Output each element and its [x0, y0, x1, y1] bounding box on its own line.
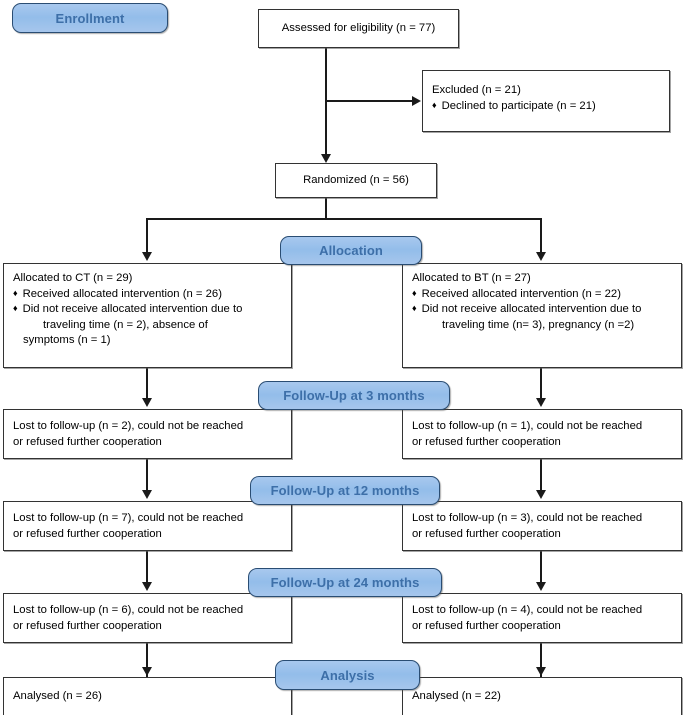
box-followup-3-right: Lost to follow-up (n = 1), could not be … — [402, 409, 682, 459]
box-followup-24-left: Lost to follow-up (n = 6), could not be … — [3, 593, 292, 643]
stage-badge-followup-3-months-label: Follow-Up at 3 months — [283, 388, 425, 403]
stage-badge-followup-12-months: Follow-Up at 12 months — [250, 476, 440, 505]
stage-badge-analysis: Analysis — [275, 660, 420, 690]
connector-randomized-down — [325, 198, 327, 219]
stage-badge-allocation: Allocation — [280, 236, 422, 265]
arrow-into-analysis-left — [142, 667, 152, 676]
followup-24-right-line1: Lost to follow-up (n = 4), could not be … — [412, 604, 643, 616]
connector-assessed-to-excluded — [325, 100, 414, 102]
allocated-bt-received: Received allocated intervention (n = 22) — [412, 287, 672, 303]
followup-24-right-line2: or refused further cooperation — [412, 619, 561, 632]
followup-24-left-line2: or refused further cooperation — [13, 619, 162, 632]
box-followup-24-right: Lost to follow-up (n = 4), could not be … — [402, 593, 682, 643]
allocated-ct-received: Received allocated intervention (n = 26) — [13, 287, 282, 303]
arrow-into-fu3-left — [142, 398, 152, 407]
analysed-left-label: Analysed (n = 26) — [13, 690, 102, 702]
followup-12-right-line1: Lost to follow-up (n = 3), could not be … — [412, 512, 643, 524]
allocated-ct-not-received-cont2: symptoms (n = 1) — [23, 334, 111, 347]
connector-assessed-to-randomized — [325, 48, 327, 156]
connector-fu3-right-to-fu12 — [540, 459, 542, 492]
connector-fu12-left-to-fu24 — [146, 551, 148, 584]
followup-24-left-line1: Lost to follow-up (n = 6), could not be … — [13, 604, 244, 616]
box-allocated-bt: Allocated to BT (n = 27) Received alloca… — [402, 263, 682, 368]
connector-fu12-right-to-fu24 — [540, 551, 542, 584]
connector-split-left-drop — [146, 218, 148, 254]
excluded-title: Excluded (n = 21) — [432, 84, 521, 96]
arrow-into-fu12-left — [142, 490, 152, 499]
followup-3-right-line2: or refused further cooperation — [412, 435, 561, 448]
box-excluded: Excluded (n = 21) Declined to participat… — [422, 70, 670, 132]
box-followup-3-left: Lost to follow-up (n = 2), could not be … — [3, 409, 292, 459]
assessed-label: Assessed for eligibility (n = 77) — [281, 22, 436, 35]
allocated-bt-not-received: Did not receive allocated intervention d… — [412, 302, 672, 318]
stage-badge-analysis-label: Analysis — [320, 667, 375, 683]
arrow-into-randomized — [321, 154, 331, 163]
stage-badge-enrollment: Enrollment — [12, 3, 168, 33]
connector-alloc-right-to-fu3 — [540, 368, 542, 400]
connector-fu3-left-to-fu12 — [146, 459, 148, 492]
connector-alloc-left-to-fu3 — [146, 368, 148, 400]
allocated-ct-title: Allocated to CT (n = 29) — [13, 272, 133, 284]
stage-badge-followup-3-months: Follow-Up at 3 months — [258, 381, 450, 410]
arrow-into-fu24-left — [142, 582, 152, 591]
followup-3-left-line2: or refused further cooperation — [13, 435, 162, 448]
followup-3-left-line1: Lost to follow-up (n = 2), could not be … — [13, 420, 244, 432]
connector-fu24-left-to-analysis — [146, 643, 148, 677]
followup-12-right-line2: or refused further cooperation — [412, 527, 561, 540]
allocated-bt-title: Allocated to BT (n = 27) — [412, 272, 531, 284]
stage-badge-allocation-label: Allocation — [319, 243, 383, 258]
followup-12-left-line1: Lost to follow-up (n = 7), could not be … — [13, 512, 244, 524]
box-assessed-for-eligibility: Assessed for eligibility (n = 77) — [258, 9, 459, 48]
box-analysed-left: Analysed (n = 26) — [3, 677, 292, 715]
allocated-bt-not-received-cont1: traveling time (n= 3), pregnancy (n =2) — [442, 318, 635, 331]
box-analysed-right: Analysed (n = 22) — [402, 677, 682, 715]
stage-badge-followup-24-months-label: Follow-Up at 24 months — [270, 575, 420, 590]
connector-split-right-drop — [540, 218, 542, 254]
analysed-right-label: Analysed (n = 22) — [412, 690, 501, 702]
stage-badge-followup-12-months-label: Follow-Up at 12 months — [270, 483, 420, 498]
arrow-into-excluded — [412, 96, 421, 106]
arrow-into-fu12-right — [536, 490, 546, 499]
excluded-reason: Declined to participate (n = 21) — [432, 99, 660, 115]
arrow-into-analysis-right — [536, 667, 546, 676]
connector-fu24-right-to-analysis — [540, 643, 542, 677]
arrow-into-fu3-right — [536, 398, 546, 407]
connector-allocation-split-bar — [146, 218, 542, 220]
arrow-into-allocation-right — [536, 252, 546, 261]
stage-badge-enrollment-label: Enrollment — [55, 10, 125, 26]
allocated-ct-not-received-cont1: traveling time (n = 2), absence of — [43, 318, 208, 331]
followup-12-left-line2: or refused further cooperation — [13, 527, 162, 540]
stage-badge-followup-24-months: Follow-Up at 24 months — [248, 568, 442, 597]
box-allocated-ct: Allocated to CT (n = 29) Received alloca… — [3, 263, 292, 368]
arrow-into-fu24-right — [536, 582, 546, 591]
box-randomized: Randomized (n = 56) — [275, 163, 437, 198]
box-followup-12-left: Lost to follow-up (n = 7), could not be … — [3, 501, 292, 551]
followup-3-right-line1: Lost to follow-up (n = 1), could not be … — [412, 420, 643, 432]
arrow-into-allocation-left — [142, 252, 152, 261]
box-followup-12-right: Lost to follow-up (n = 3), could not be … — [402, 501, 682, 551]
randomized-label: Randomized (n = 56) — [303, 174, 409, 187]
allocated-ct-not-received: Did not receive allocated intervention d… — [13, 302, 282, 318]
